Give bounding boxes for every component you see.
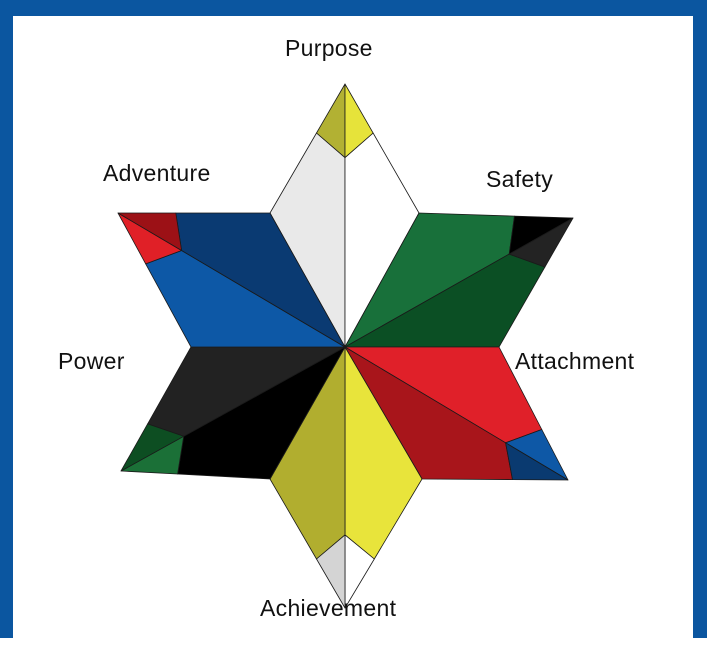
attachment-label: Attachment [515,348,635,374]
adventure-point [117,212,346,348]
six-point-star-diagram [117,83,574,609]
attachment-tip-right [505,442,569,481]
purpose-point [269,83,420,348]
purpose-label: Purpose [285,35,373,61]
power-point [120,346,346,480]
diagram-frame: Purpose Adventure Safety Power Attachmen… [0,0,707,638]
power-label: Power [58,348,125,374]
adventure-label: Adventure [103,160,211,186]
achievement-label: Achievement [260,595,397,621]
power-tip-right [120,423,185,472]
attachment-point [344,346,569,481]
purpose-tip-right [344,83,374,159]
achievement-point [269,346,423,609]
safety-label: Safety [486,166,554,192]
achievement-tip-right [316,534,346,609]
adventure-tip-right [117,212,183,251]
safety-tip-right [508,217,574,268]
safety-point [344,212,574,348]
